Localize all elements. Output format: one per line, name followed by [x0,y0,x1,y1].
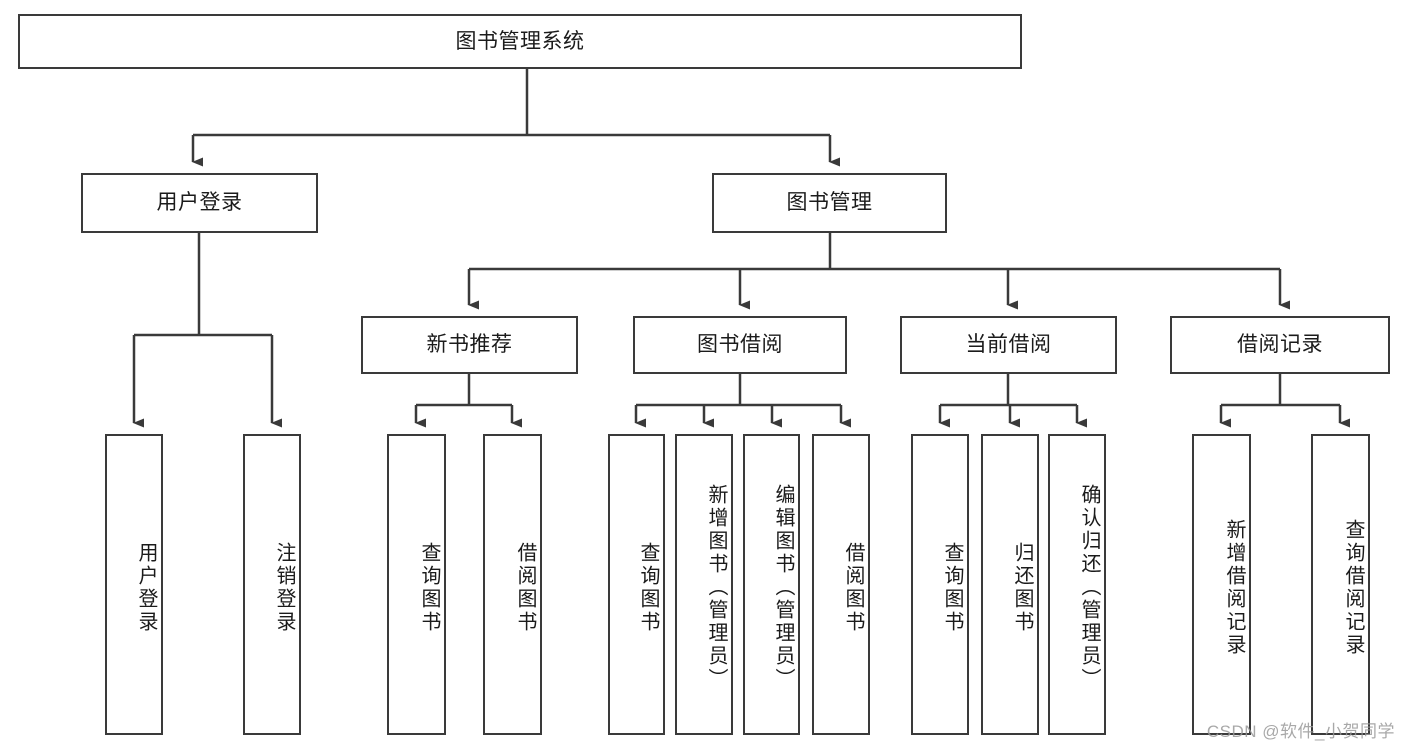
leaf-logout[interactable]: 注销登录 [243,434,301,735]
edges-root-to-level2 [191,69,840,167]
edges-new-book-recommend-to-leaves [414,374,522,428]
node-current-borrow[interactable]: 当前借阅 [900,316,1117,374]
csdn-watermark: CSDN @软件_小贺同学 [1206,722,1395,741]
leaf-borrow-book-label: 借阅图书 [842,541,864,634]
leaf-query-book-recommend-label: 查询图书 [418,541,440,634]
leaf-return-book[interactable]: 归还图书 [981,434,1039,735]
leaf-add-borrow-record-label: 新增借阅记录 [1223,518,1245,657]
node-root[interactable]: 图书管理系统 [18,14,1022,69]
leaf-query-borrow-record[interactable]: 查询借阅记录 [1311,434,1370,735]
node-borrow-records-label: 借阅记录 [1237,333,1323,357]
leaf-logout-label: 注销登录 [273,541,295,634]
edges-borrow-records-to-leaves [1219,374,1350,428]
leaf-borrow-book-recommend[interactable]: 借阅图书 [483,434,542,735]
leaf-query-book-current[interactable]: 查询图书 [911,434,969,735]
edges-current-borrow-to-leaves [938,374,1087,428]
node-new-book-recommend-label: 新书推荐 [426,333,513,357]
leaf-add-book-admin[interactable]: 新增图书（管理员） [675,434,733,735]
node-root-label: 图书管理系统 [455,29,585,53]
node-book-borrow[interactable]: 图书借阅 [633,316,847,374]
node-new-book-recommend[interactable]: 新书推荐 [361,316,578,374]
leaf-query-book-borrow-label: 查询图书 [637,541,659,634]
leaf-user-login[interactable]: 用户登录 [105,434,163,735]
leaf-query-borrow-record-label: 查询借阅记录 [1342,518,1364,657]
node-user-login-label: 用户登录 [156,191,243,215]
leaf-edit-book-admin-label: 编辑图书（管理员） [772,484,794,691]
leaf-return-book-label: 归还图书 [1011,541,1033,634]
node-book-borrow-label: 图书借阅 [697,333,783,357]
node-borrow-records[interactable]: 借阅记录 [1170,316,1390,374]
node-current-borrow-label: 当前借阅 [965,333,1052,357]
edges-book-management-to-level3 [467,233,1290,310]
leaf-borrow-book[interactable]: 借阅图书 [812,434,870,735]
leaf-add-book-admin-label: 新增图书（管理员） [705,484,727,691]
node-user-login[interactable]: 用户登录 [81,173,318,233]
leaf-query-book-recommend[interactable]: 查询图书 [387,434,446,735]
leaf-query-book-borrow[interactable]: 查询图书 [608,434,665,735]
edges-book-borrow-to-leaves [634,374,851,428]
leaf-query-book-current-label: 查询图书 [941,541,963,634]
leaf-add-borrow-record[interactable]: 新增借阅记录 [1192,434,1251,735]
edges-user-login-to-leaves [132,233,282,428]
leaf-borrow-book-recommend-label: 借阅图书 [514,541,536,634]
leaf-edit-book-admin[interactable]: 编辑图书（管理员） [743,434,800,735]
node-book-management[interactable]: 图书管理 [712,173,947,233]
node-book-management-label: 图书管理 [786,191,873,215]
leaf-confirm-return-admin-label: 确认归还（管理员） [1078,484,1100,691]
leaf-confirm-return-admin[interactable]: 确认归还（管理员） [1048,434,1106,735]
leaf-user-login-label: 用户登录 [135,541,157,634]
